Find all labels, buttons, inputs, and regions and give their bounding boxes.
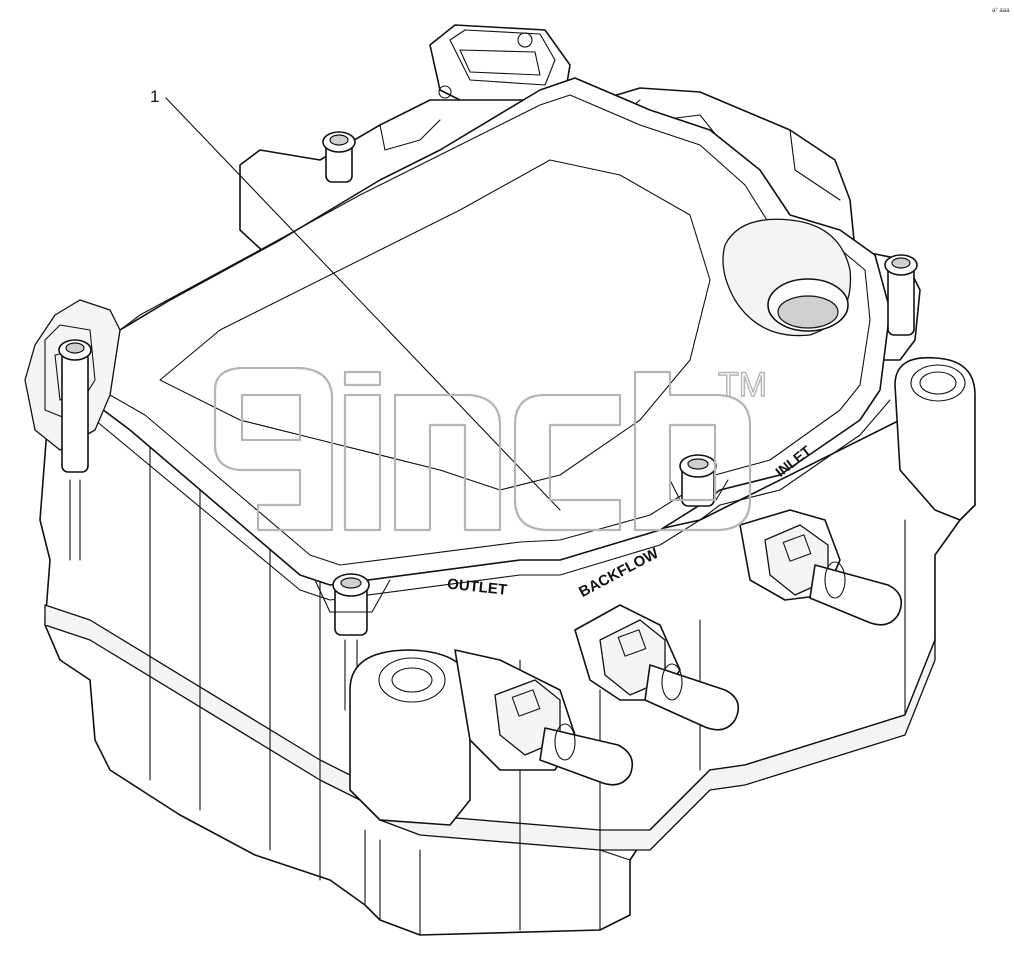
backflow-port	[574, 604, 740, 731]
inlet-port	[739, 509, 903, 626]
outlet-port	[454, 649, 634, 786]
callout: 1	[150, 87, 561, 511]
watermark-tm: TM	[718, 366, 767, 404]
bolt-front-center	[669, 454, 729, 507]
callout-number: 1	[150, 87, 159, 106]
bolt-front-left	[314, 573, 391, 711]
bolt-left	[58, 339, 92, 561]
corner-mark: a° aaa	[992, 8, 1010, 14]
cover-bolts	[58, 131, 918, 711]
leader-line	[165, 97, 561, 511]
bolt-right	[884, 254, 918, 336]
watermark-logo: TM	[213, 365, 768, 532]
outlet-label: OUTLET	[446, 576, 507, 599]
front-mount-boss	[349, 649, 471, 826]
right-mount-boss	[894, 356, 976, 521]
bolt-rear-left	[322, 131, 356, 183]
